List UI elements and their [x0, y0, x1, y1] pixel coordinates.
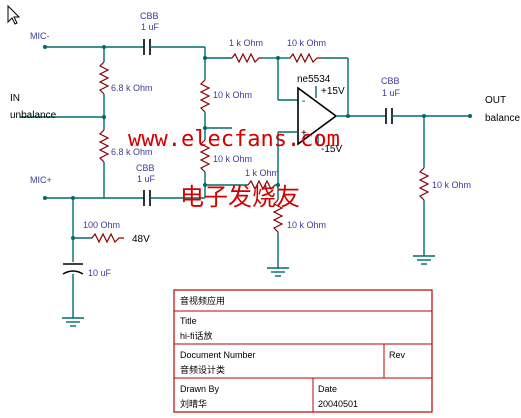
resistor-6-8k-bottom-label: 6.8 k Ohm	[111, 147, 153, 157]
cursor-arrow-icon	[7, 4, 21, 25]
balance-label: balance	[485, 113, 520, 124]
resistor-1k-top-label: 1 k Ohm	[229, 38, 263, 48]
opamp-minus-label: -	[302, 96, 305, 107]
capacitor-10uf-label: 10 uF	[88, 268, 112, 278]
title-block-title-label: Title	[180, 316, 197, 326]
out-label: OUT	[485, 95, 506, 106]
resistor-10k-output-label: 10 k Ohm	[432, 180, 471, 190]
unbalance-label: unbalance	[10, 110, 57, 121]
title-block	[173, 289, 433, 413]
cbb-mid-label: CBB	[136, 163, 155, 173]
cbb-out-label: CBB	[381, 76, 400, 86]
title-block-docnum-label: Document Number	[180, 350, 256, 360]
vpos-label: +15V	[321, 86, 345, 97]
title-block-rev-label: Rev	[389, 350, 406, 360]
title-block-drawn-label: Drawn By	[180, 384, 220, 394]
resistor-100-label: 100 Ohm	[83, 220, 120, 230]
vneg-label: -15V	[321, 144, 342, 155]
in-label: IN	[10, 93, 20, 104]
title-block-title-value: hi-fi话放	[180, 330, 213, 341]
opamp-label: ne5534	[297, 74, 331, 85]
resistor-10k-ground-label: 10 k Ohm	[287, 220, 326, 230]
title-block-date-value: 20040501	[318, 399, 358, 409]
watermark-cn: 电子发烧友	[180, 183, 300, 211]
resistor-6-8k-top-label: 6.8 k Ohm	[111, 83, 153, 93]
v48-label: 48V	[132, 234, 150, 245]
cbb-top-value: 1 uF	[141, 22, 160, 32]
cbb-top-label: CBB	[140, 11, 159, 21]
resistor-10k-lower-label: 10 k Ohm	[213, 154, 252, 164]
opamp-plus-label: +	[301, 128, 307, 139]
mic-minus-label: MIC-	[30, 31, 50, 41]
title-block-header: 音视频应用	[180, 295, 225, 306]
title-block-docnum-value: 音频设计类	[180, 364, 225, 375]
watermark-url: www.elecfans.com	[128, 127, 340, 152]
mic-plus-label: MIC+	[30, 175, 52, 185]
resistor-10k-upper-label: 10 k Ohm	[213, 90, 252, 100]
cbb-out-value: 1 uF	[382, 88, 401, 98]
resistor-10k-feedback-label: 10 k Ohm	[287, 38, 326, 48]
title-block-drawn-value: 刘晴华	[180, 398, 207, 409]
resistor-1k-mid-label: 1 k Ohm	[245, 168, 279, 178]
cbb-mid-value: 1 uF	[137, 174, 156, 184]
title-block-date-label: Date	[318, 384, 337, 394]
